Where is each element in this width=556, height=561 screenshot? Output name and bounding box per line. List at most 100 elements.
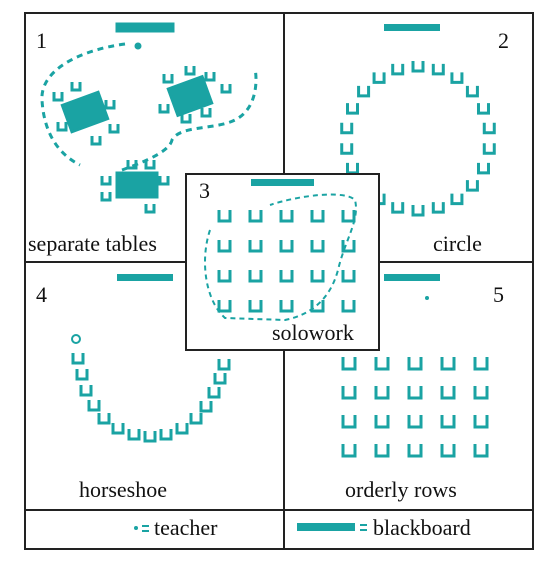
chair bbox=[431, 63, 445, 76]
chair bbox=[341, 270, 356, 283]
panel-4-number: 4 bbox=[36, 282, 47, 307]
panel-5-caption: orderly rows bbox=[345, 477, 457, 502]
chair bbox=[346, 162, 360, 175]
chair bbox=[340, 122, 354, 135]
chair bbox=[482, 143, 496, 155]
panel-3-caption: solowork bbox=[272, 320, 354, 345]
legend-blackboard-symbol bbox=[297, 523, 355, 531]
chair bbox=[310, 270, 325, 283]
chair bbox=[79, 385, 93, 397]
blackboard-panel-5 bbox=[384, 274, 440, 281]
chair bbox=[217, 359, 231, 371]
chair bbox=[127, 429, 141, 441]
chair bbox=[207, 387, 221, 399]
chair bbox=[341, 386, 357, 400]
teacher-path-panel-3 bbox=[204, 193, 357, 322]
panel-2-caption: circle bbox=[433, 231, 482, 256]
chair bbox=[440, 357, 456, 371]
panel-1-caption: separate tables bbox=[28, 231, 157, 256]
teacher-path-panel-1 bbox=[40, 42, 258, 172]
chair bbox=[473, 357, 489, 371]
chair bbox=[143, 431, 157, 443]
chair bbox=[411, 205, 425, 217]
chair bbox=[310, 240, 325, 253]
chair bbox=[372, 72, 386, 84]
panel-2-number: 2 bbox=[498, 28, 509, 53]
chair bbox=[440, 386, 456, 400]
chair bbox=[97, 413, 111, 425]
chair bbox=[310, 300, 325, 313]
chair bbox=[473, 415, 489, 429]
legend-teacher-label: teacher bbox=[154, 515, 218, 540]
chair bbox=[391, 202, 405, 214]
chair bbox=[431, 202, 445, 214]
chair bbox=[346, 103, 360, 115]
table-2 bbox=[166, 74, 214, 118]
chair bbox=[175, 423, 189, 435]
chair bbox=[217, 210, 232, 223]
chairs-panel-1 bbox=[52, 66, 232, 214]
panel-3-number: 3 bbox=[199, 178, 210, 203]
chair bbox=[465, 85, 479, 98]
diagram-frame bbox=[24, 12, 534, 550]
chair bbox=[341, 357, 357, 371]
chair bbox=[341, 210, 356, 223]
chair bbox=[391, 63, 405, 76]
chair bbox=[213, 373, 227, 385]
chair bbox=[465, 180, 479, 192]
chair bbox=[248, 270, 263, 283]
chair bbox=[310, 210, 325, 223]
chair bbox=[217, 300, 232, 313]
chair bbox=[111, 423, 125, 435]
chairs-circle bbox=[340, 61, 496, 217]
chair bbox=[482, 122, 496, 135]
chair bbox=[407, 415, 423, 429]
chairs-solowork bbox=[217, 210, 356, 313]
chair bbox=[217, 240, 232, 253]
chair bbox=[341, 240, 356, 253]
chair bbox=[450, 72, 464, 84]
chair bbox=[279, 210, 294, 223]
chair bbox=[217, 270, 232, 283]
chair bbox=[407, 357, 423, 371]
blackboard-panel-1 bbox=[115, 22, 175, 33]
chair bbox=[476, 103, 490, 115]
table-3 bbox=[115, 171, 159, 199]
chair bbox=[473, 444, 489, 458]
chair bbox=[374, 444, 390, 458]
blackboard-panel-3 bbox=[251, 179, 314, 186]
chair bbox=[248, 300, 263, 313]
solowork-inset bbox=[185, 173, 380, 351]
chair bbox=[71, 353, 85, 365]
chair bbox=[407, 444, 423, 458]
teacher-panel-4 bbox=[71, 334, 81, 344]
chair bbox=[189, 413, 203, 425]
chair bbox=[374, 386, 390, 400]
chair bbox=[341, 300, 356, 313]
blackboard-panel-4 bbox=[117, 274, 173, 281]
chair bbox=[440, 415, 456, 429]
chair bbox=[374, 415, 390, 429]
chair bbox=[75, 369, 89, 381]
teacher-panel-1 bbox=[134, 42, 142, 50]
chair bbox=[407, 386, 423, 400]
chair bbox=[450, 193, 464, 206]
chair bbox=[476, 162, 490, 175]
chair bbox=[473, 386, 489, 400]
chair bbox=[279, 240, 294, 253]
chair bbox=[248, 210, 263, 223]
panel-5-number: 5 bbox=[493, 282, 504, 307]
chair bbox=[279, 270, 294, 283]
chair bbox=[159, 429, 173, 441]
panel-4-caption: horseshoe bbox=[79, 477, 167, 502]
chair bbox=[440, 444, 456, 458]
chair bbox=[357, 85, 371, 98]
legend-blackboard-label: blackboard bbox=[373, 515, 471, 540]
horizontal-divider-legend bbox=[24, 509, 534, 511]
chair bbox=[341, 444, 357, 458]
